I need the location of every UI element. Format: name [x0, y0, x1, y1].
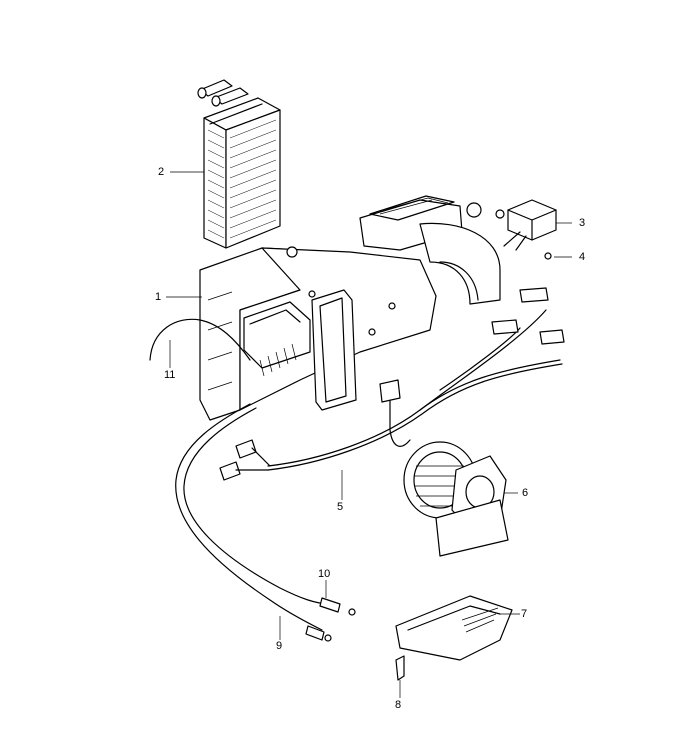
cover-plate — [395, 595, 513, 681]
callout-7: 7 — [521, 608, 528, 620]
callout-11: 11 — [164, 369, 176, 381]
callout-5: 5 — [337, 501, 344, 513]
wiring-harness — [219, 287, 565, 481]
callout-10: 10 — [318, 568, 331, 580]
callout-6: 6 — [522, 487, 529, 499]
heater-core — [197, 79, 281, 249]
callout-3: 3 — [579, 217, 586, 229]
blower-motor — [403, 441, 509, 557]
callout-4: 4 — [579, 251, 586, 263]
callout-8: 8 — [395, 699, 402, 711]
callout-1: 1 — [155, 291, 162, 303]
callout-2: 2 — [158, 166, 165, 178]
actuator — [495, 199, 557, 260]
heater-housing — [199, 195, 501, 421]
leader-lines — [166, 171, 572, 698]
callout-9: 9 — [276, 640, 283, 652]
control-cables — [149, 318, 356, 642]
